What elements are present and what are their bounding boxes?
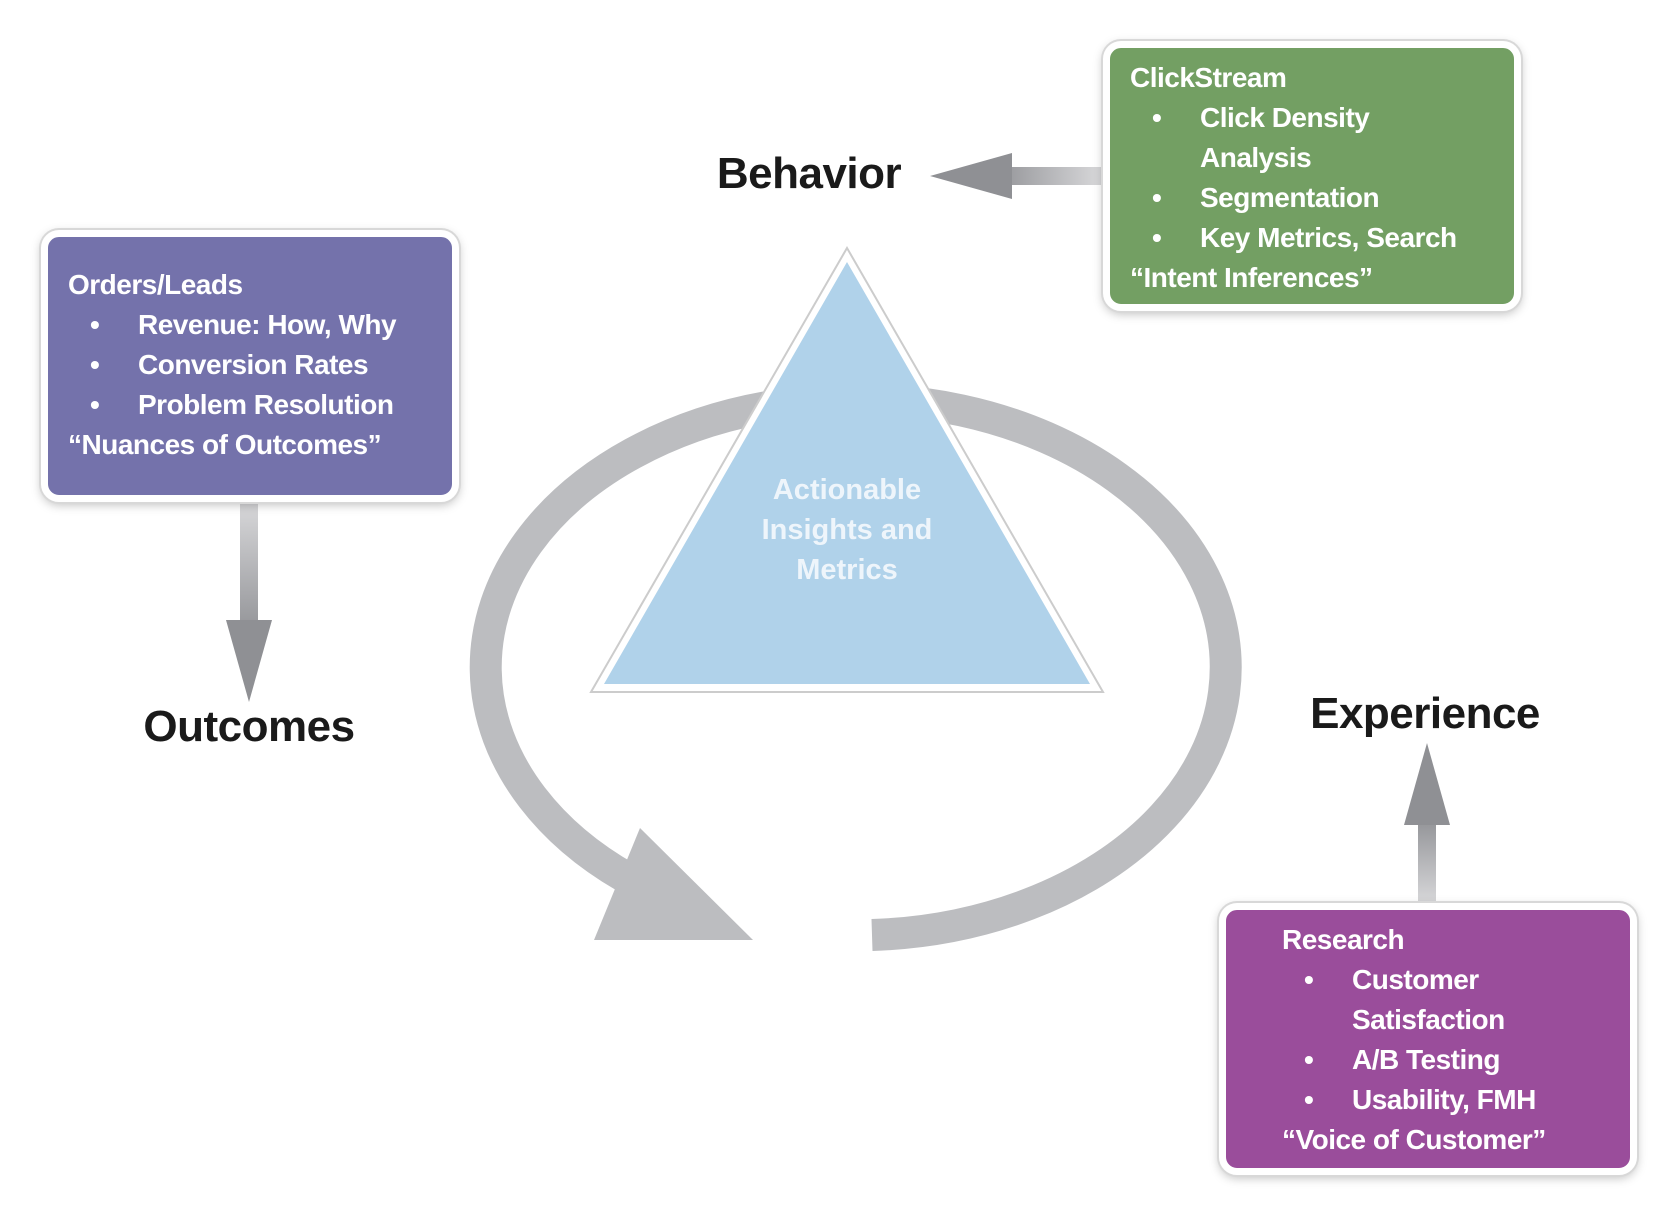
orders-leads-box: Orders/Leads Revenue: How, Why Conversio…: [41, 230, 459, 502]
arrow-to-experience: [1404, 743, 1450, 905]
experience-label: Experience: [1310, 689, 1540, 738]
arrow-to-outcomes: [226, 500, 272, 702]
box-quote: “Intent Inferences”: [1130, 262, 1373, 293]
box-title: ClickStream: [1130, 62, 1287, 93]
list-item: Segmentation: [1130, 178, 1494, 218]
list-item: Click Density Analysis: [1130, 98, 1400, 178]
arrow-to-behavior: [930, 153, 1103, 199]
list-item: A/B Testing: [1282, 1040, 1610, 1080]
center-title-line: Insights and: [761, 514, 933, 546]
cycle-ring-arrow: [469, 383, 1242, 951]
research-box: Research Customer Satisfaction A/B Testi…: [1219, 903, 1637, 1175]
list-item: Problem Resolution: [68, 385, 432, 425]
list-item: Revenue: How, Why: [68, 305, 432, 345]
clickstream-box: ClickStream Click Density Analysis Segme…: [1103, 41, 1521, 311]
box-title: Orders/Leads: [68, 269, 243, 300]
box-quote: “Nuances of Outcomes”: [68, 429, 382, 460]
center-title: Actionable Insights and Metrics: [762, 470, 933, 590]
box-title: Research: [1282, 924, 1405, 955]
box-quote: “Voice of Customer”: [1282, 1124, 1546, 1155]
list-item: Customer Satisfaction: [1282, 960, 1552, 1040]
center-title-line: Actionable: [772, 474, 922, 506]
outcomes-label: Outcomes: [143, 702, 355, 751]
list-item: Key Metrics, Search: [1130, 218, 1494, 258]
behavior-label: Behavior: [716, 149, 902, 198]
center-title-line: Metrics: [796, 554, 898, 586]
cycle-arrowhead: [594, 828, 753, 940]
list-item: Conversion Rates: [68, 345, 432, 385]
list-item: Usability, FMH: [1282, 1080, 1610, 1120]
